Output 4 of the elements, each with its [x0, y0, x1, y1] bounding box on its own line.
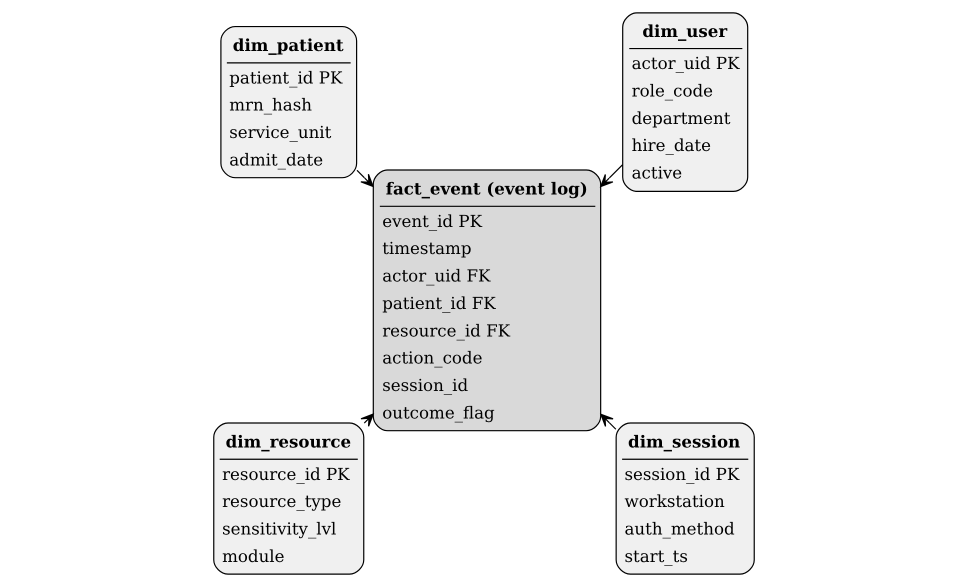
arrow [360, 414, 374, 427]
arrow [600, 164, 622, 188]
arrow [600, 414, 616, 430]
arrow [356, 170, 374, 188]
